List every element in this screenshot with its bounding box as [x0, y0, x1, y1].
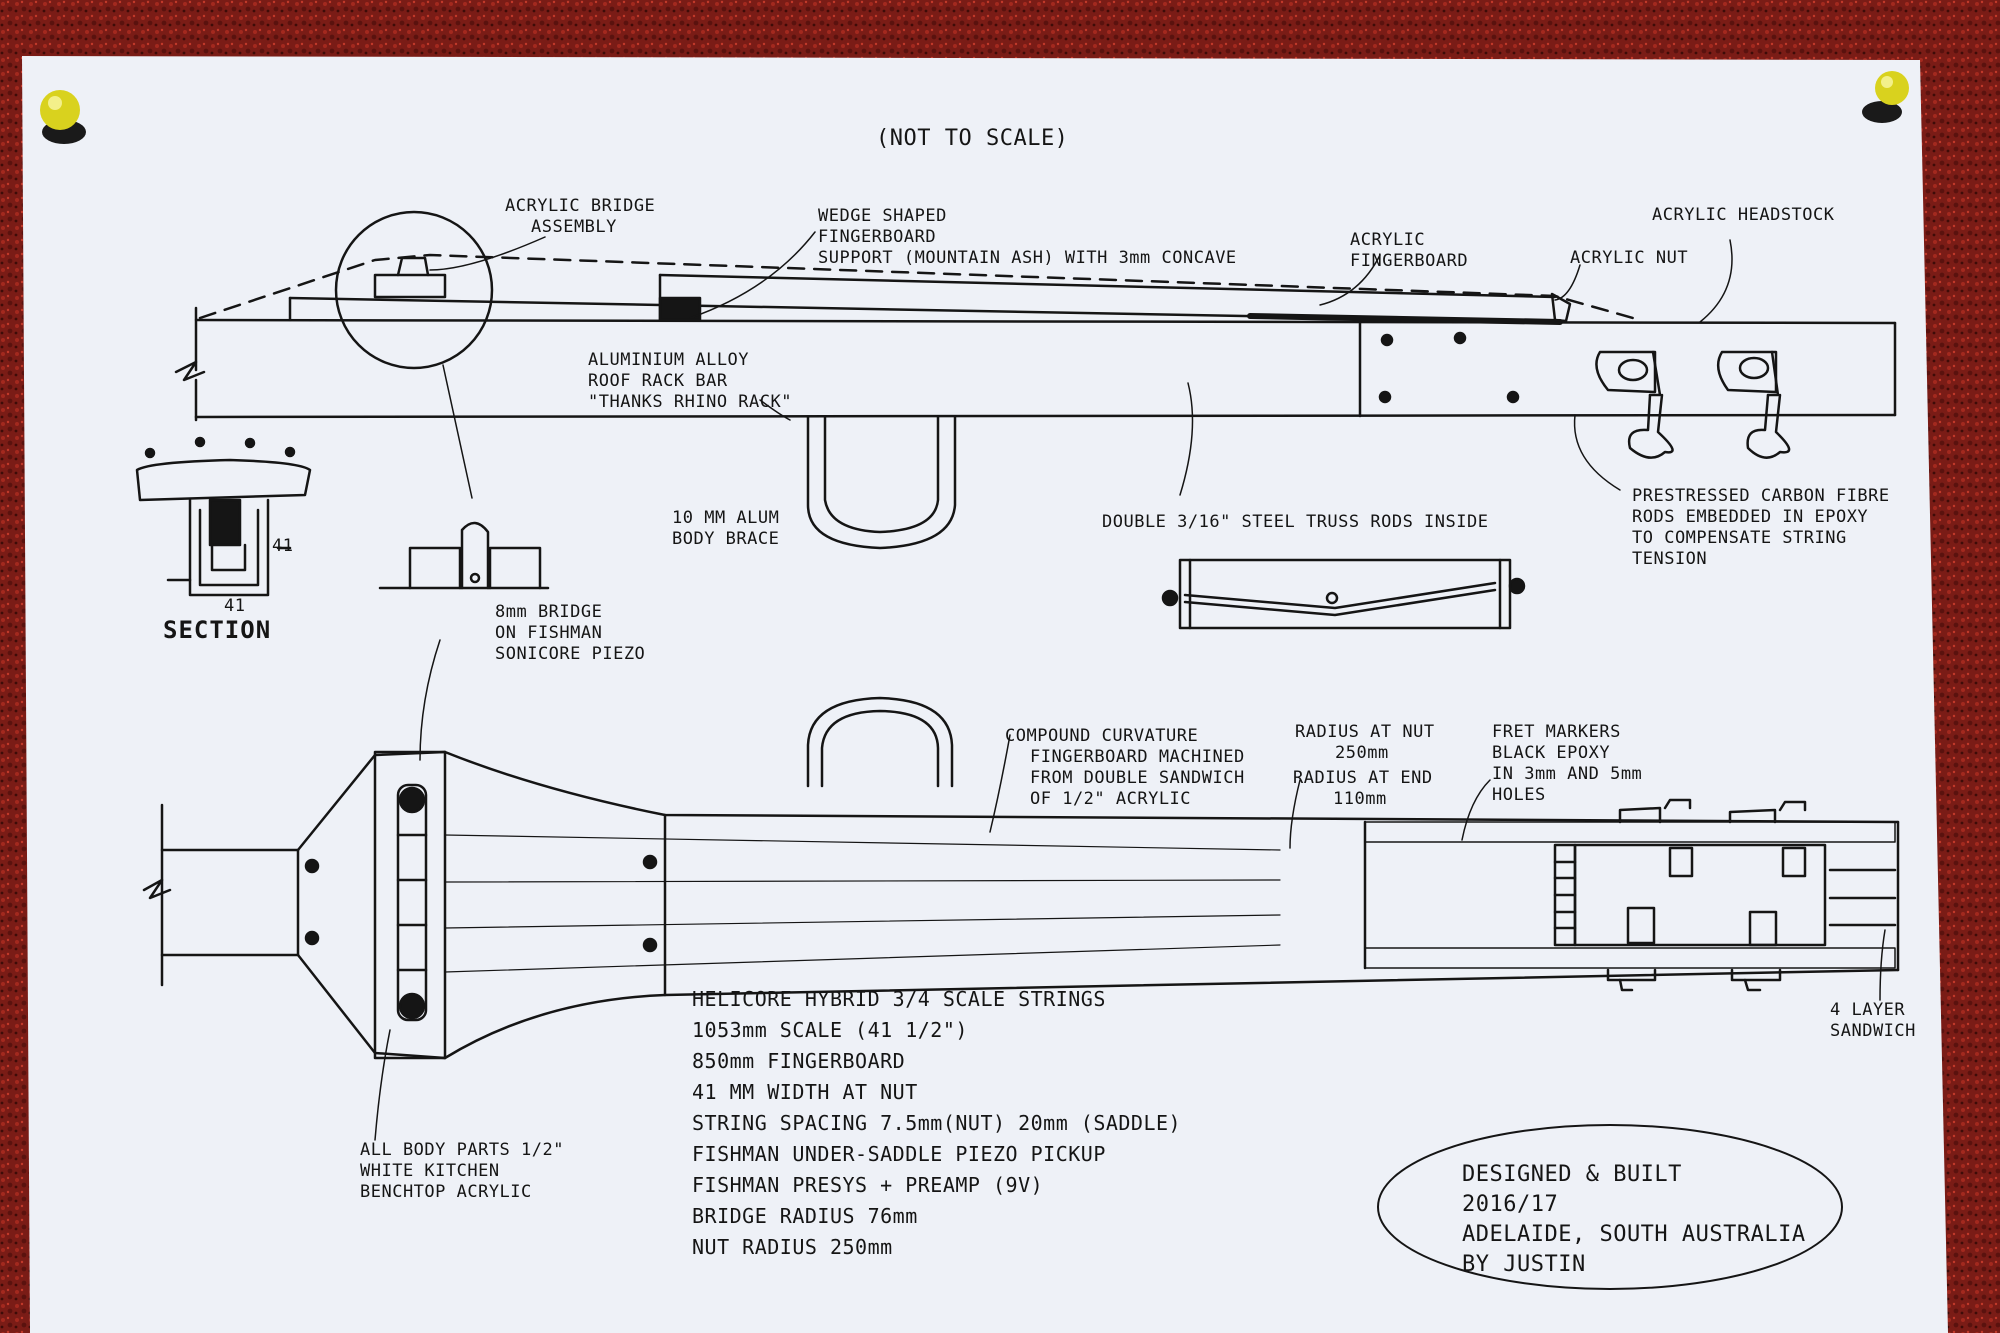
bridge-piezo-detail [378, 521, 550, 590]
side-view-bridge [373, 256, 447, 299]
label-line: ACRYLIC BRIDGE [505, 196, 656, 216]
body-brace-side [806, 415, 957, 550]
label-line: FINGERBOARD [818, 227, 937, 247]
specs-list: HELICORE HYBRID 3/4 SCALE STRINGS 1053mm… [692, 984, 1181, 1263]
label-truss-rods: DOUBLE 3/16" STEEL TRUSS RODS INSIDE [1102, 512, 1489, 532]
tuners-side [1595, 350, 1791, 459]
label-line: ROOF RACK BAR [588, 371, 728, 391]
signature-line: ADELAIDE, SOUTH AUSTRALIA [1462, 1222, 1806, 1247]
spec-line: BRIDGE RADIUS 76mm [692, 1204, 918, 1228]
label-layer-sandwich: 4 LAYER SANDWICH [1830, 1000, 1916, 1042]
label-line: BENCHTOP ACRYLIC [360, 1182, 532, 1202]
label-line: ALL BODY PARTS 1/2" [360, 1140, 564, 1160]
label-line: WEDGE SHAPED [818, 206, 947, 226]
leader-lines-side [429, 231, 1733, 496]
signature-line: DESIGNED & BUILT [1462, 1162, 1682, 1187]
label-line: RADIUS AT NUT [1295, 722, 1435, 742]
label-section-dim-side: 41 [272, 536, 294, 556]
top-view-body-brace [806, 696, 954, 788]
label-acrylic-nut: ACRYLIC NUT [1570, 248, 1689, 268]
label-line: ACRYLIC [1350, 230, 1426, 250]
label-line: TENSION [1632, 549, 1708, 569]
label-line: IN 3mm AND 5mm [1492, 764, 1643, 784]
top-view-strings [444, 834, 1281, 973]
section-detail [135, 436, 312, 597]
label-compound-curvature: COMPOUND CURVATURE FINGERBOARD MACHINED … [1005, 726, 1245, 810]
spec-line: NUT RADIUS 250mm [692, 1235, 893, 1259]
label-line: SUPPORT (MOUNTAIN ASH) WITH 3mm CONCAVE [818, 248, 1237, 268]
side-view-string-line [198, 253, 1642, 322]
label-radius-nut: RADIUS AT NUT 250mm [1295, 722, 1435, 764]
label-line: HOLES [1492, 785, 1546, 805]
detail-circle [334, 210, 494, 499]
spec-line: 41 MM WIDTH AT NUT [692, 1080, 918, 1104]
spec-line: 850mm FINGERBOARD [692, 1049, 906, 1073]
label-fret-markers: FRET MARKERS BLACK EPOXY IN 3mm AND 5mm … [1492, 722, 1642, 806]
pin-left [40, 90, 86, 144]
top-view-headstock [1363, 798, 1897, 992]
label-carbon-rods: PRESTRESSED CARBON FIBRE RODS EMBEDDED I… [1632, 486, 1890, 570]
label-line: FINGERBOARD MACHINED [1030, 747, 1245, 767]
spec-line: FISHMAN UNDER-SADDLE PIEZO PICKUP [692, 1142, 1106, 1166]
label-line: FRET MARKERS [1492, 722, 1621, 742]
signature-line: BY JUSTIN [1462, 1252, 1586, 1277]
side-view-neck-bar [174, 306, 1897, 422]
leader-lines-top [374, 639, 1886, 1141]
top-view-bridge-saddle [396, 783, 428, 1022]
label-body-parts: ALL BODY PARTS 1/2" WHITE KITCHEN BENCHT… [360, 1140, 564, 1203]
label-line: RODS EMBEDDED IN EPOXY [1632, 507, 1869, 527]
spec-line: HELICORE HYBRID 3/4 SCALE STRINGS [692, 987, 1106, 1011]
label-line: ALUMINIUM ALLOY [588, 350, 750, 370]
label-line: RADIUS AT END [1293, 768, 1433, 788]
spec-line: FISHMAN PRESYS + PREAMP (9V) [692, 1173, 1044, 1197]
label-acrylic-headstock: ACRYLIC HEADSTOCK [1652, 205, 1835, 225]
signature-line: 2016/17 [1462, 1192, 1559, 1217]
side-view-fingerboard [288, 273, 1563, 325]
label-line: BLACK EPOXY [1492, 743, 1611, 763]
label-line: ON FISHMAN [495, 623, 603, 643]
top-view-outline [142, 750, 1900, 1060]
label-line: 250mm [1335, 743, 1389, 763]
label-radius-end: RADIUS AT END 110mm [1293, 768, 1433, 810]
label-line: PRESTRESSED CARBON FIBRE [1632, 486, 1890, 506]
label-line: FROM DOUBLE SANDWICH [1030, 768, 1245, 788]
label-line: SONICORE PIEZO [495, 644, 646, 664]
label-line: WHITE KITCHEN [360, 1161, 500, 1181]
label-line: 8mm BRIDGE [495, 602, 603, 622]
label-line: OF 1/2" ACRYLIC [1030, 789, 1192, 809]
label-line: 4 LAYER [1830, 1000, 1906, 1020]
paper-sheet [22, 56, 1948, 1333]
top-view-screws [304, 854, 658, 953]
label-line: 10 MM ALUM [672, 508, 780, 528]
drawing-title: (NOT TO SCALE) [876, 126, 1069, 151]
label-bridge-piezo: 8mm BRIDGE ON FISHMAN SONICORE PIEZO [495, 602, 645, 665]
signature-block: DESIGNED & BUILT 2016/17 ADELAIDE, SOUTH… [1462, 1160, 1806, 1280]
label-line: "THANKS RHINO RACK" [588, 392, 792, 412]
side-view-nut [1550, 292, 1572, 323]
label-line: 110mm [1333, 789, 1387, 809]
label-acrylic-fingerboard: ACRYLIC FINGERBOARD [1350, 230, 1468, 272]
spec-line: STRING SPACING 7.5mm(NUT) 20mm (SADDLE) [692, 1111, 1182, 1135]
label-body-brace: 10 MM ALUM BODY BRACE [672, 508, 779, 550]
signature-ellipse [1377, 1124, 1843, 1290]
label-line: SANDWICH [1830, 1021, 1916, 1041]
label-line: TO COMPENSATE STRING [1632, 528, 1847, 548]
label-line: FINGERBOARD [1350, 251, 1469, 271]
label-line: COMPOUND CURVATURE [1005, 726, 1199, 746]
label-line: BODY BRACE [672, 529, 780, 549]
truss-rod-detail [1161, 558, 1526, 630]
pin-right [1862, 71, 1909, 123]
label-line: ASSEMBLY [531, 217, 617, 237]
side-view-bolt-holes [1378, 331, 1520, 404]
label-section-dim-bottom: 41 [224, 596, 246, 616]
label-wedge-support: WEDGE SHAPED FINGERBOARD SUPPORT (MOUNTA… [818, 206, 1237, 269]
label-roof-rack-bar: ALUMINIUM ALLOY ROOF RACK BAR "THANKS RH… [588, 350, 792, 413]
spec-line: 1053mm SCALE (41 1/2") [692, 1018, 968, 1042]
label-acrylic-bridge-assembly: ACRYLIC BRIDGE ASSEMBLY [505, 196, 655, 238]
label-section: SECTION [163, 616, 272, 644]
